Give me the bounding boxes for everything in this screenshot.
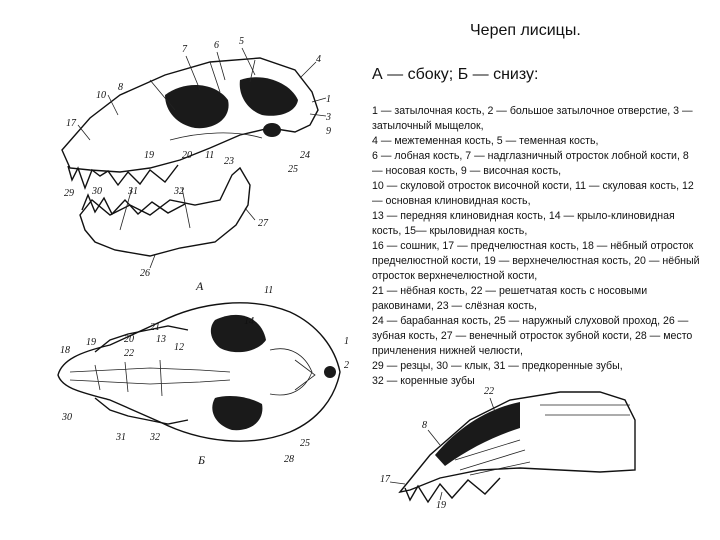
- page-subtitle: А — сбоку; Б — снизу:: [372, 66, 539, 83]
- label-9: 9: [326, 126, 331, 137]
- foramen-magnum: [324, 366, 336, 378]
- upper-teeth: [67, 164, 179, 191]
- label-b-30: 30: [61, 412, 72, 423]
- label-19: 19: [144, 150, 154, 161]
- label-25: 25: [288, 164, 298, 175]
- skull-ventral-drawing: 11 14 21 13 12 18 19 20 22 1 2 30 31 32 …: [57, 285, 349, 467]
- section-outline: [398, 391, 636, 494]
- label-30: 30: [91, 186, 102, 197]
- legend-line: 10 — скуловой отросток височной кости, 1…: [372, 180, 694, 207]
- label-8: 8: [118, 82, 123, 93]
- label-32: 32: [173, 186, 184, 197]
- label-24: 24: [300, 150, 310, 161]
- label-b-32: 32: [149, 432, 160, 443]
- legend-line: 6 — лобная кость, 7 — надглазничный отро…: [372, 150, 689, 177]
- label-23: 23: [224, 156, 234, 167]
- panel-label-a: А: [195, 279, 204, 293]
- label-7: 7: [182, 44, 188, 55]
- label-31: 31: [127, 186, 138, 197]
- section-teeth: [404, 477, 501, 504]
- basicranium-detail: [269, 348, 316, 396]
- legend-line: 16 — сошник, 17 — предчелюстная кость, 1…: [372, 240, 700, 282]
- legend-line: 13 — передняя клиновидная кость, 14 — кр…: [372, 210, 675, 237]
- label-11: 11: [205, 150, 214, 161]
- label-1: 1: [326, 94, 331, 105]
- right-fossa: [212, 396, 263, 431]
- skull-lateral-drawing: 7 6 5 4 1 3 9 10 8 17 19 20 11 23 24 25 …: [61, 36, 331, 293]
- zygomatic-arch: [169, 132, 263, 141]
- label-c-8: 8: [422, 420, 427, 431]
- legend-line: 1 — затылочная кость, 2 — большое затыло…: [372, 105, 693, 132]
- panel-label-b: Б: [197, 453, 205, 467]
- label-b-21: 21: [150, 322, 160, 333]
- lower-teeth: [81, 193, 186, 216]
- legend-line: 29 — резцы, 30 — клык, 31 — предкоренные…: [372, 360, 623, 372]
- label-c-19: 19: [436, 500, 446, 511]
- label-29: 29: [64, 188, 74, 199]
- cranium-outline: [61, 57, 319, 173]
- legend-line: 24 — барабанная кость, 25 — наружный слу…: [372, 315, 693, 357]
- label-26: 26: [140, 268, 150, 279]
- label-b-2: 2: [344, 360, 349, 371]
- label-b-13: 13: [156, 334, 166, 345]
- label-b-1: 1: [344, 336, 349, 347]
- label-4: 4: [316, 54, 321, 65]
- ventral-outline: [57, 302, 341, 442]
- label-5: 5: [239, 36, 244, 47]
- label-b-18: 18: [60, 345, 70, 356]
- label-20: 20: [182, 150, 192, 161]
- ear-canal: [263, 123, 281, 137]
- label-b-14: 14: [244, 316, 254, 327]
- label-10: 10: [96, 90, 106, 101]
- label-17: 17: [66, 118, 77, 129]
- label-c-22: 22: [484, 386, 494, 397]
- label-b-12: 12: [174, 342, 184, 353]
- legend-line: 32 — коренные зубы: [372, 375, 475, 387]
- label-6: 6: [214, 40, 219, 51]
- suture-lines: [149, 59, 256, 111]
- palate-detail: [69, 359, 231, 397]
- label-b-20: 20: [124, 334, 134, 345]
- skull-section-drawing: 22 8 17 19: [380, 386, 636, 511]
- label-b-11: 11: [264, 285, 273, 296]
- label-c-17: 17: [380, 474, 391, 485]
- ventral-teeth-bottom: [94, 397, 189, 425]
- label-3: 3: [325, 112, 331, 123]
- temporal-shadow: [239, 77, 298, 116]
- turbinate-mass: [435, 402, 520, 466]
- label-b-28: 28: [284, 454, 294, 465]
- legend-text: 1 — затылочная кость, 2 — большое затыло…: [372, 104, 702, 389]
- page-title: Череп лисицы.: [470, 22, 581, 39]
- legend-line: 4 — межтеменная кость, 5 — теменная кост…: [372, 135, 599, 147]
- section-hatching: [454, 404, 630, 476]
- label-b-19: 19: [86, 337, 96, 348]
- label-b-25: 25: [300, 438, 310, 449]
- label-b-22: 22: [124, 348, 134, 359]
- label-27: 27: [258, 218, 269, 229]
- ventral-teeth-top: [94, 325, 189, 353]
- label-b-31: 31: [115, 432, 126, 443]
- legend-line: 21 — нёбная кость, 22 — решетчатая кость…: [372, 285, 648, 312]
- orbit-shadow: [165, 84, 229, 129]
- left-fossa: [210, 314, 266, 353]
